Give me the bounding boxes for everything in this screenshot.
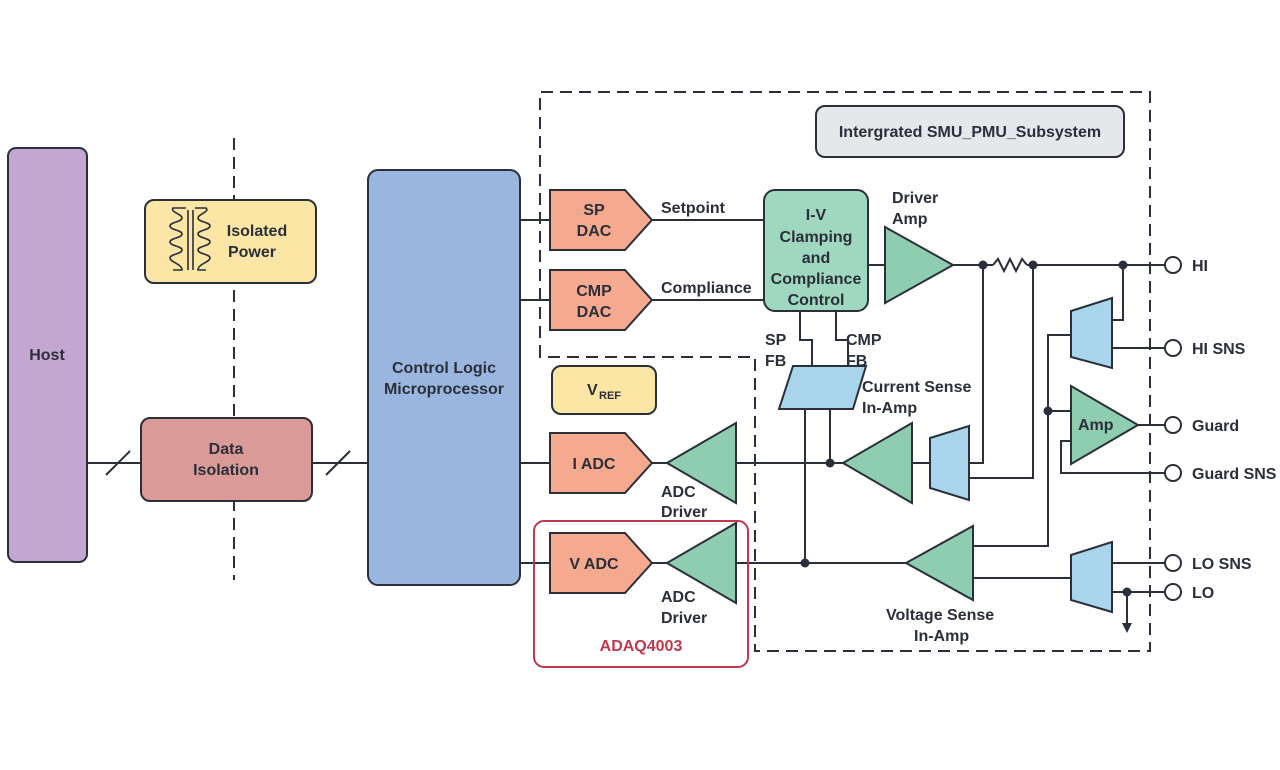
clamp-label-1: I-V: [806, 207, 827, 224]
guard-amp: [1070, 384, 1140, 466]
host-label: Host: [29, 347, 65, 364]
lo-sns-terminal-label: LO SNS: [1192, 556, 1252, 573]
current-sense-amp: [841, 421, 913, 505]
guard-sns-terminal-icon: [1164, 464, 1182, 482]
adaq4003-rect: [533, 520, 749, 668]
clamp-label-2: Clamping: [780, 229, 853, 246]
setpoint-label: Setpoint: [661, 200, 726, 217]
v-adc-label: V ADC: [569, 556, 619, 573]
voltage-sense-label-2: In-Amp: [914, 628, 969, 645]
microprocessor-label-2: Microprocessor: [384, 381, 504, 398]
subsystem-boundary: [539, 91, 1151, 652]
vref-block: V REF: [551, 365, 657, 415]
v-adc-shape: [549, 532, 654, 594]
i-adc-driver-label-1: ADC: [661, 484, 696, 501]
lo-sense-buffer: [1070, 540, 1113, 614]
i-adc-block: I ADC: [549, 432, 654, 494]
v-adc-driver-amp: [665, 521, 737, 605]
guard-sns-terminal-label: Guard SNS: [1192, 466, 1277, 483]
data-isolation-label-2: Isolation: [193, 462, 259, 479]
clamp-control-block: I-V Clamping and Compliance Control: [763, 189, 869, 312]
microprocessor-rect: [367, 169, 521, 586]
hi-sns-terminal-icon: [1164, 339, 1182, 357]
hi-sense-buffer: [1070, 296, 1113, 370]
lo-terminal-label: LO: [1192, 585, 1214, 602]
vref-subscript: REF: [599, 390, 621, 402]
isolated-power-label-2: Power: [228, 244, 276, 261]
clamp-label-4: Compliance: [771, 271, 862, 288]
isolated-power-label-1: Isolated: [227, 223, 287, 240]
feedback-selector: [777, 365, 868, 410]
cmp-dac-label-1: CMP: [576, 283, 612, 300]
vref-rect: [551, 365, 657, 415]
v-adc-driver-label-1: ADC: [661, 589, 696, 606]
i-adc-shape: [549, 432, 654, 494]
terminals: [1164, 256, 1182, 601]
current-sense-label-2: In-Amp: [862, 400, 917, 417]
transformer-icon: [169, 207, 211, 271]
microprocessor-block: Control Logic Microprocessor: [367, 169, 521, 586]
data-isolation-label-1: Data: [209, 441, 244, 458]
hi-terminal-icon: [1164, 256, 1182, 274]
adaq4003-label: ADAQ4003: [600, 638, 683, 655]
hi-terminal-label: HI: [1192, 258, 1208, 275]
driver-amp-label-1: Driver: [892, 190, 938, 207]
sp-dac-block: SP DAC: [549, 189, 654, 251]
clamp-label-5: Control: [788, 292, 845, 309]
current-sense-label-1: Current Sense: [862, 379, 971, 396]
i-adc-label: I ADC: [573, 456, 616, 473]
guard-terminal-icon: [1164, 416, 1182, 434]
current-sense-in-amp: [929, 424, 970, 502]
sp-fb-label-2: FB: [765, 353, 786, 370]
subsystem-title-rect: [815, 105, 1125, 158]
lo-terminal-icon: [1164, 583, 1182, 601]
wires: [87, 219, 1165, 633]
isolated-power-block: Isolated Power: [144, 199, 317, 284]
sp-dac-label-1: SP: [583, 202, 605, 219]
subsystem-title-label: Intergrated SMU_PMU_Subsystem: [839, 124, 1101, 141]
cmp-fb-label-1: CMP: [846, 332, 882, 349]
host-block: Host: [7, 147, 88, 563]
vref-label: V: [587, 382, 598, 399]
host-rect: [7, 147, 88, 563]
cmp-dac-label-2: DAC: [577, 304, 612, 321]
lo-sns-terminal-icon: [1164, 554, 1182, 572]
cmp-dac-block: CMP DAC: [549, 269, 654, 331]
microprocessor-label-1: Control Logic: [392, 360, 496, 377]
sp-dac-shape: [549, 189, 654, 251]
junction-dots: [800, 260, 1132, 597]
subsystem-title-block: Intergrated SMU_PMU_Subsystem: [815, 105, 1125, 158]
guard-amp-label: Amp: [1078, 417, 1114, 434]
guard-terminal-label: Guard: [1192, 418, 1239, 435]
compliance-label: Compliance: [661, 280, 752, 297]
clamp-label-3: and: [802, 250, 830, 267]
i-adc-driver-amp: [665, 421, 737, 505]
voltage-sense-amp: [903, 524, 974, 602]
clamp-control-rect: [763, 189, 869, 312]
i-adc-driver-label-2: Driver: [661, 504, 707, 521]
driver-amp: [884, 225, 956, 305]
v-adc-block: V ADC: [549, 532, 654, 594]
adaq4003-outline: ADAQ4003: [533, 520, 749, 668]
voltage-sense-label-1: Voltage Sense: [886, 607, 994, 624]
cmp-dac-shape: [549, 269, 654, 331]
v-adc-driver-label-2: Driver: [661, 610, 707, 627]
data-isolation-rect: [140, 417, 313, 502]
sp-dac-label-2: DAC: [577, 223, 612, 240]
data-isolation-block: Data Isolation: [140, 417, 313, 502]
sp-fb-label-1: SP: [765, 332, 787, 349]
driver-amp-label-2: Amp: [892, 211, 928, 228]
hi-sns-terminal-label: HI SNS: [1192, 341, 1246, 358]
